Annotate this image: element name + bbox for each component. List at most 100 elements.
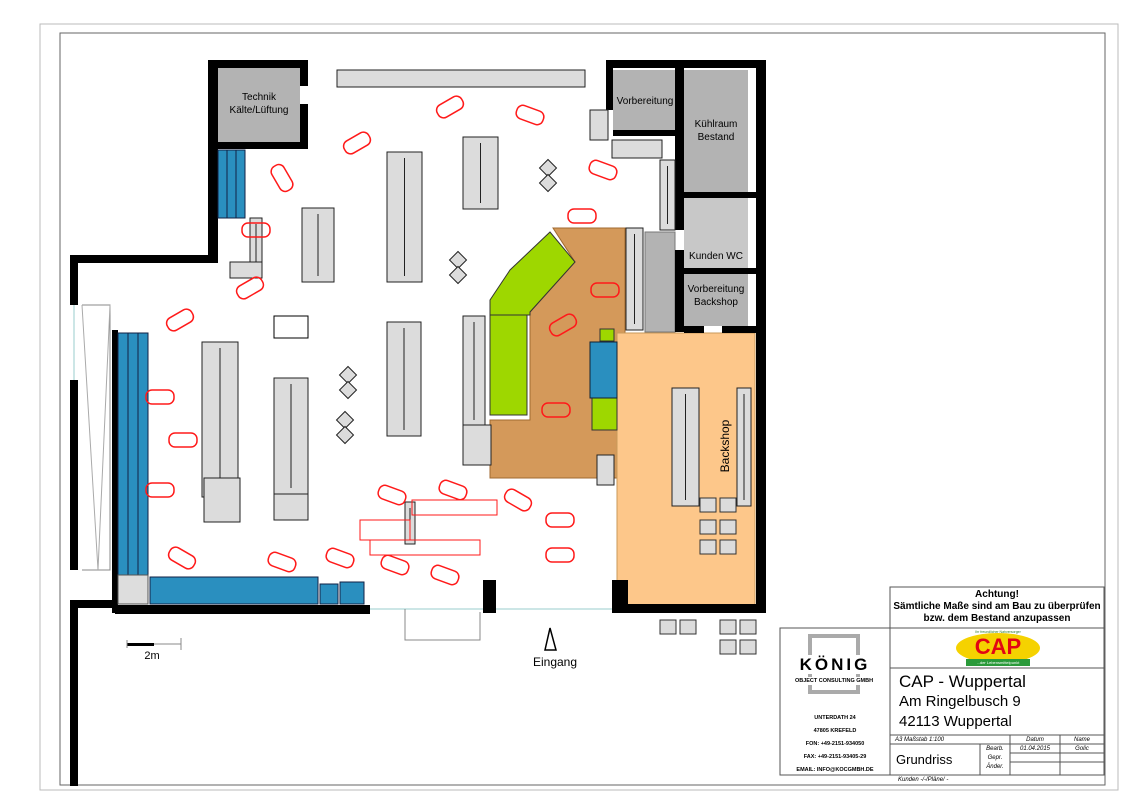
fresh-counter-top	[599, 328, 615, 342]
room-vorbereitung	[613, 70, 678, 130]
notice-line-1: Sämtliche Maße sind am Bau zu überprüfen	[893, 601, 1101, 612]
shelf-gondola	[589, 109, 609, 141]
customer-icon	[145, 482, 175, 498]
shelf-gondola	[462, 424, 492, 466]
cap-logo-top-text: Ihr freundlicher Nahversorger	[975, 630, 1021, 634]
customer-icon	[430, 564, 460, 586]
room-kuehlraum	[684, 70, 748, 192]
room-label-kuehlraum: Kühlraum	[695, 119, 738, 130]
company-city: 47805 Krefeld	[813, 728, 857, 734]
customer-icon	[167, 546, 197, 570]
customer-icon	[241, 222, 271, 238]
checkout-counter	[359, 519, 411, 541]
drawing-scale: A3 Maßstab 1:100	[895, 737, 945, 743]
room-label-vorbereitung: Vorbereitung	[617, 96, 674, 107]
customer-icon	[545, 547, 575, 563]
seat	[719, 639, 737, 655]
drawing-footer: Kunden -/-/Pläne/ -	[898, 777, 949, 783]
seat	[659, 619, 677, 635]
storage-block	[644, 231, 676, 333]
fresh-counter-end	[591, 397, 618, 431]
company-fax: Fax: +49-2151-93405-29	[803, 754, 867, 760]
customer-icon	[165, 308, 195, 332]
seat	[739, 619, 757, 635]
scale-bar	[126, 638, 182, 650]
display-table	[538, 158, 558, 178]
seat	[699, 497, 717, 513]
row-label-bearb: Bearb.	[986, 746, 1004, 752]
customer-icon	[377, 484, 407, 506]
counter-cooler	[589, 341, 618, 399]
entrance-label: Eingang	[533, 655, 577, 669]
corner-block	[117, 574, 149, 605]
customer-icon	[567, 208, 597, 224]
project-city: 42113 Wuppertal	[899, 713, 1012, 730]
fresh-counter	[489, 231, 576, 416]
room-label-technik-2: Kälte/Lüftung	[230, 105, 289, 116]
customer-icon	[541, 402, 571, 418]
entrance-arrow-icon	[544, 627, 557, 651]
display-table	[448, 265, 468, 285]
customer-icon	[145, 389, 175, 405]
col-date: Datum	[1026, 737, 1044, 743]
seat	[739, 639, 757, 655]
shelf-gondola	[596, 454, 615, 486]
seat	[719, 539, 737, 555]
shelf-gondola	[611, 139, 663, 159]
sheet-outer-frame	[39, 23, 1119, 791]
customer-icon	[588, 159, 618, 181]
display-table	[538, 173, 558, 193]
konig-logo-text: KÖNIG	[785, 655, 885, 674]
row-label-aender: Änder.	[986, 764, 1004, 770]
seat	[719, 497, 737, 513]
shelf-gondola	[229, 261, 263, 279]
seat	[719, 519, 737, 535]
customer-icon	[342, 131, 372, 155]
room-label-vorbereitung-backshop: Vorbereitung	[688, 284, 745, 295]
display-table	[338, 365, 358, 385]
seat	[719, 619, 737, 635]
coolers	[117, 149, 365, 605]
display-table	[338, 380, 358, 400]
walls	[70, 60, 766, 786]
konig-subtitle: Object Consulting GmbH	[782, 677, 886, 685]
project-street: Am Ringelbusch 9	[899, 693, 1021, 710]
company-phone: Fon: +49-2151-934050	[805, 741, 865, 747]
display-table	[335, 425, 355, 445]
shelf-gondola	[273, 493, 309, 521]
room-vorbereitung-backshop	[684, 274, 748, 326]
company-email: Email: info@kocgmbh.de	[796, 767, 874, 773]
notice-title: Achtung!	[975, 589, 1019, 600]
customer-icon	[438, 479, 468, 501]
display-table	[335, 410, 355, 430]
notice-line-2: bzw. dem Bestand anzupassen	[923, 613, 1071, 624]
checkout-counter	[411, 499, 498, 516]
row-date-bearb: 01.04.2015	[1019, 746, 1051, 752]
customer-icon	[168, 432, 198, 448]
cap-logo-brand: CAP	[974, 634, 1022, 659]
customer-icon	[267, 551, 297, 573]
cap-logo-bottom-text: ...der Lebensmittelpunkt	[976, 660, 1020, 665]
room-label-kunden-wc: Kunden WC	[689, 251, 743, 262]
shelf-gondola	[203, 477, 241, 523]
seat	[699, 539, 717, 555]
company-street: Unterdath 24	[814, 715, 856, 721]
title-block	[779, 586, 1105, 776]
project-title: CAP - Wuppertal	[899, 672, 1026, 691]
customer-icon	[270, 163, 294, 193]
crate-rack	[273, 315, 309, 339]
cap-logo	[956, 633, 1040, 666]
customer-icon	[380, 554, 410, 576]
shelving-gondolas	[201, 69, 757, 655]
seat	[699, 519, 717, 535]
shelf-gondola	[336, 69, 586, 88]
room-label-technik: Technik	[242, 92, 277, 103]
room-label-kuehlraum-2: Bestand	[698, 132, 735, 143]
row-name-bearb: Golic	[1075, 746, 1089, 752]
room-label-backshop: Backshop	[718, 419, 732, 472]
customer-icon	[590, 282, 620, 298]
sheet-inner-frame	[59, 32, 1106, 786]
room-kunden-wc	[684, 198, 748, 268]
customer-icon	[548, 313, 578, 337]
